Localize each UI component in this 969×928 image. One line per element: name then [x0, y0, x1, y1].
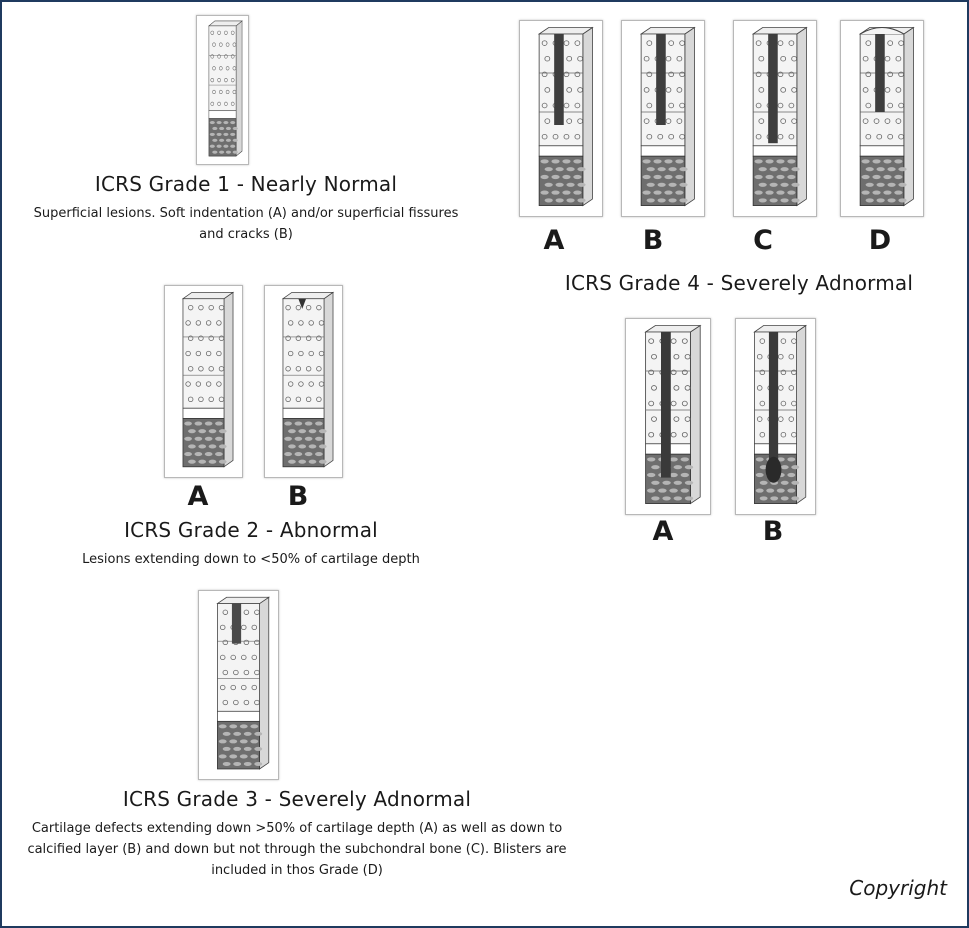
grade4-bottom-label-b: B	[763, 517, 784, 547]
grade3-cartilage-block	[198, 590, 279, 780]
grade4-label-a: A	[544, 226, 565, 256]
grade1-description-line: Superficial lesions. Soft indentation (A…	[16, 203, 476, 224]
grade2-block-a	[164, 285, 243, 478]
grade2-block-b	[264, 285, 343, 478]
grade2-label-a: A	[188, 482, 209, 512]
grade4-label-c: C	[753, 226, 773, 256]
grade4-label-d: D	[869, 226, 891, 256]
grade4-label-b: B	[643, 226, 664, 256]
grade4-block-b	[621, 20, 705, 217]
grade4-title: ICRS Grade 4 - Severely Adnormal	[565, 271, 913, 295]
grade3-description-line: calcified layer (B) and down but not thr…	[17, 839, 577, 860]
grade2-label-b: B	[288, 482, 309, 512]
grade4-block-a	[519, 20, 603, 217]
grade2-description: Lesions extending down to <50% of cartil…	[41, 549, 461, 570]
copyright-text: Copyright	[849, 876, 947, 900]
grade4-bottom-block-b	[735, 318, 816, 515]
grade3-description-line: included in thos Grade (D)	[17, 860, 577, 881]
grade1-description: Superficial lesions. Soft indentation (A…	[16, 203, 476, 245]
grade4-block-c	[733, 20, 817, 217]
grade1-title: ICRS Grade 1 - Nearly Normal	[95, 172, 397, 196]
grade2-title: ICRS Grade 2 - Abnormal	[124, 518, 378, 542]
grade1-description-line: and cracks (B)	[16, 224, 476, 245]
grade1-cartilage-block	[196, 15, 249, 165]
grade3-title: ICRS Grade 3 - Severely Adnormal	[123, 787, 471, 811]
grade4-bottom-label-a: A	[653, 517, 674, 547]
grade4-block-d	[840, 20, 924, 217]
grade3-description: Cartilage defects extending down >50% of…	[17, 818, 577, 881]
grade3-description-line: Cartilage defects extending down >50% of…	[17, 818, 577, 839]
grade4-bottom-block-a	[625, 318, 711, 515]
